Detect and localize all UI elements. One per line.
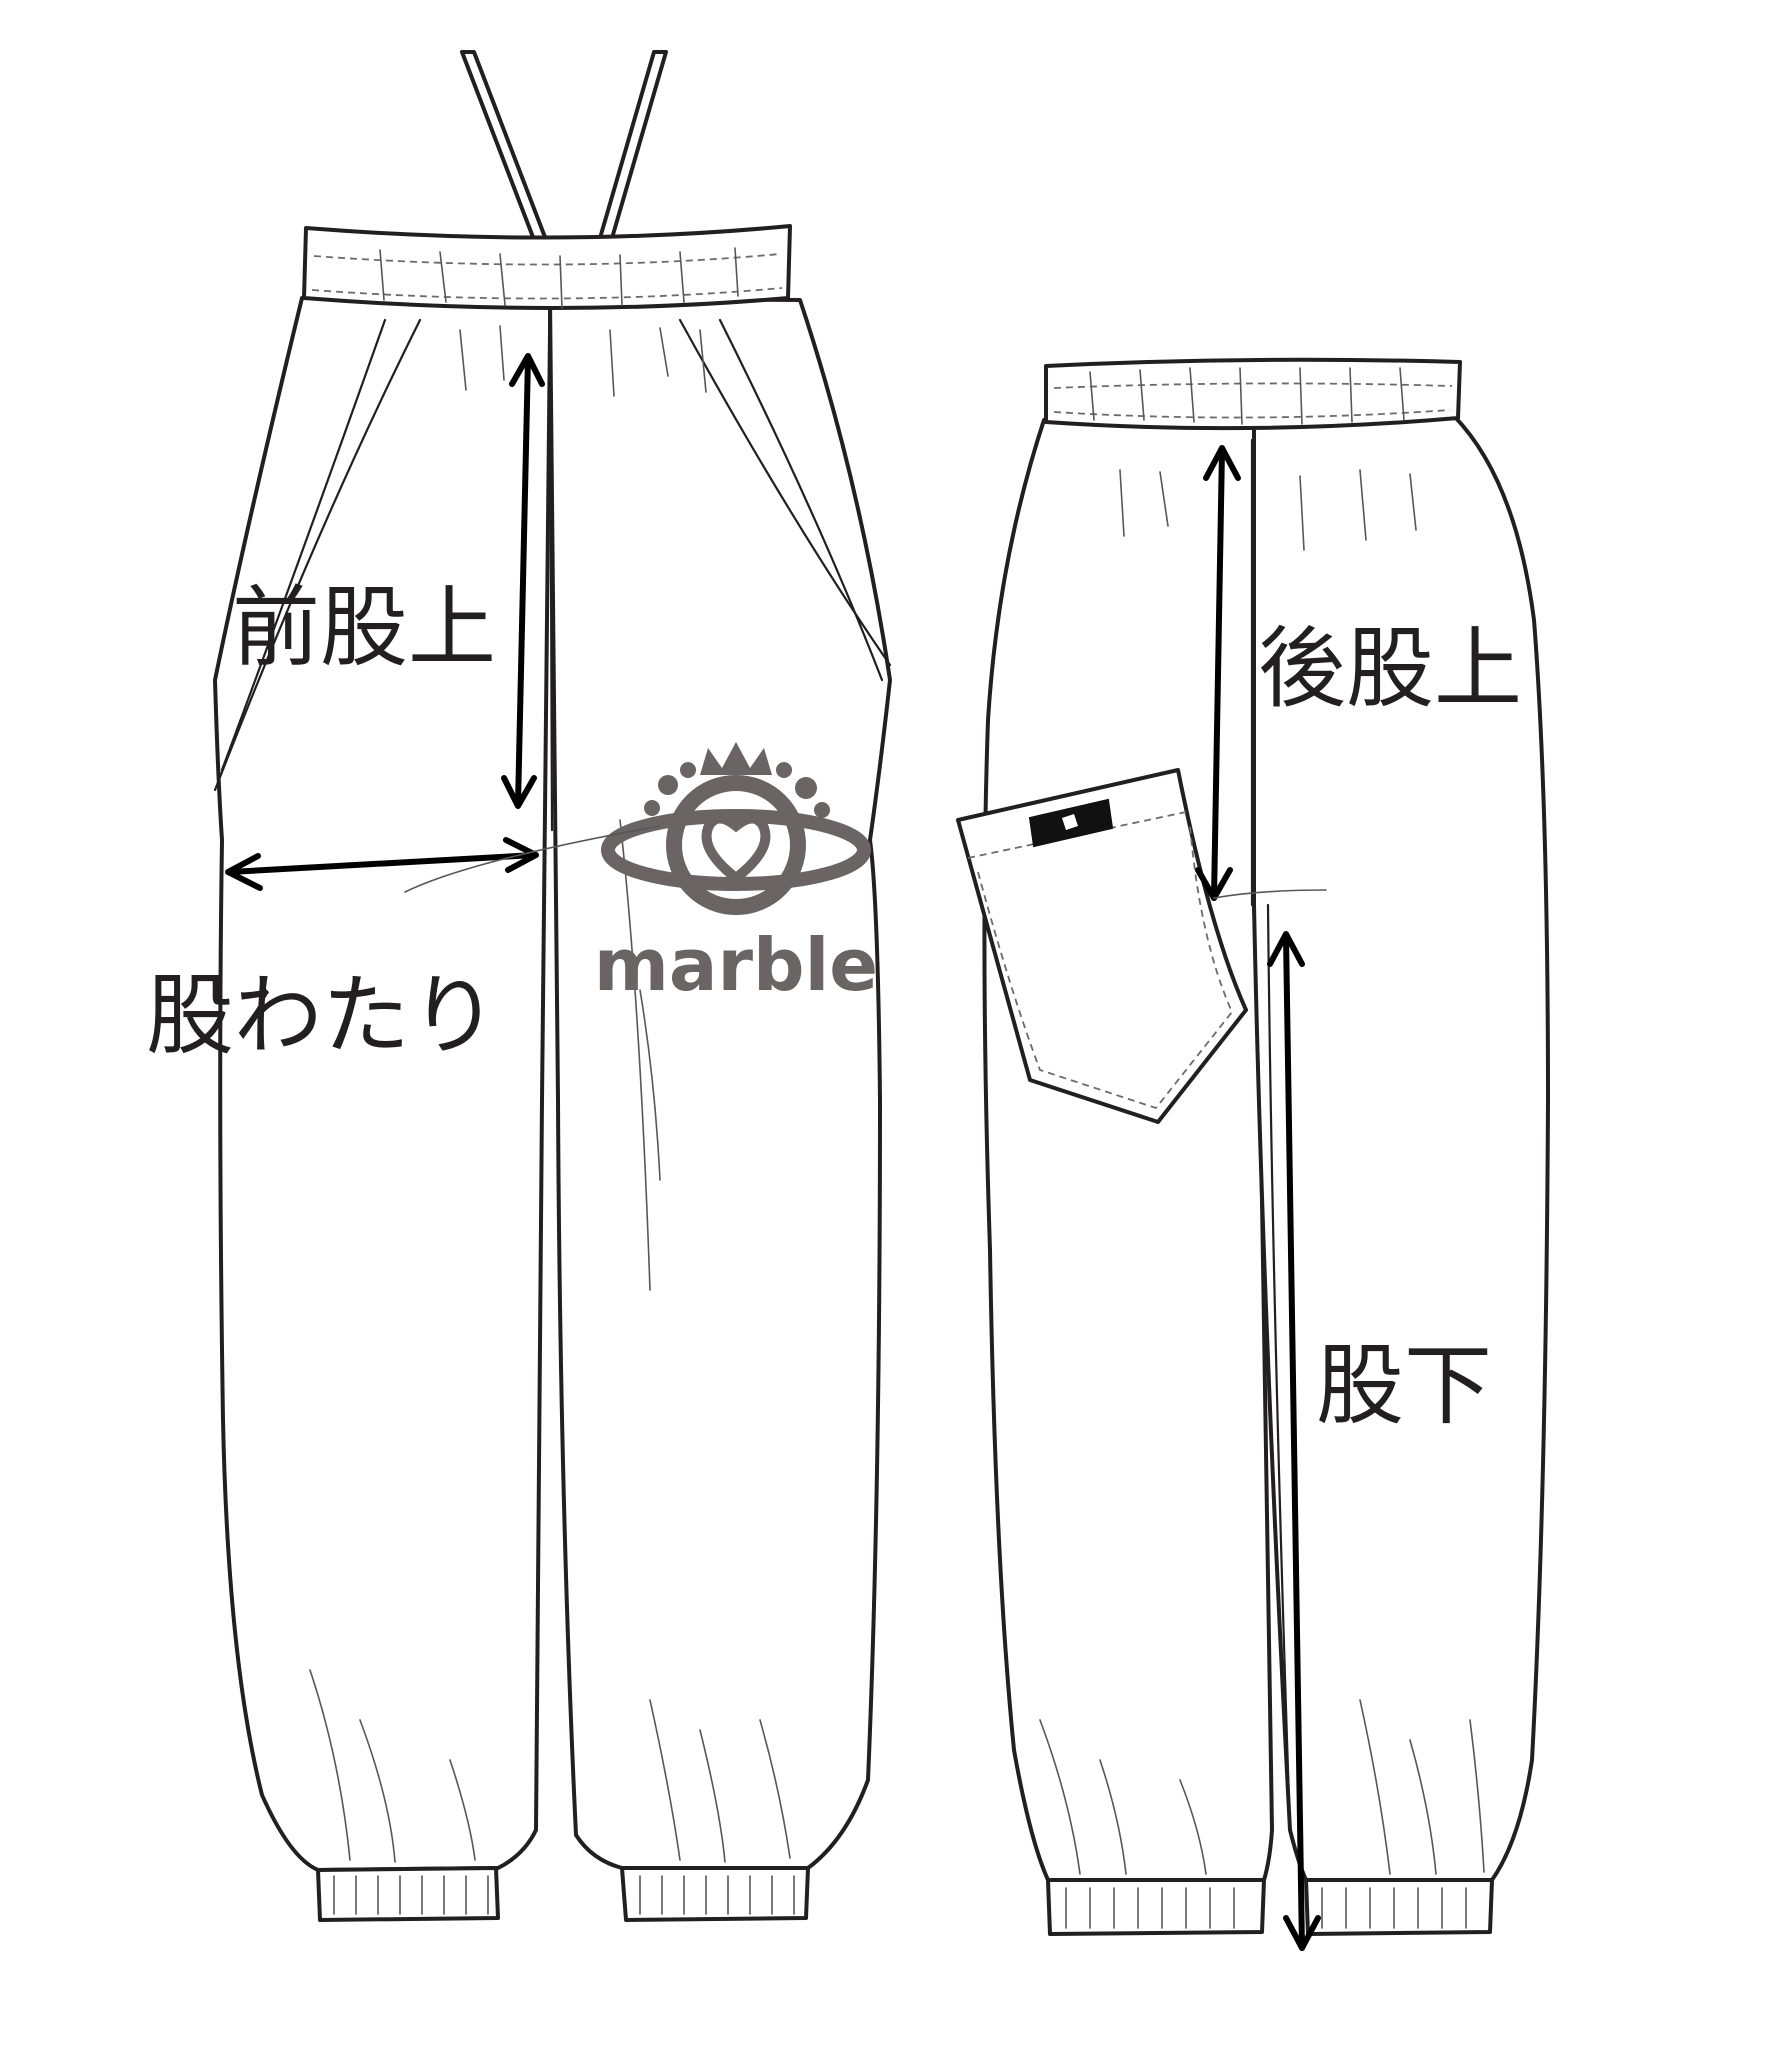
back-rise-label: 後股上 [1258, 617, 1523, 720]
front-strap [460, 50, 668, 247]
back-left-leg [982, 418, 1274, 1882]
back-right-cuff [1304, 1878, 1494, 1936]
front-right-leg [548, 296, 892, 1870]
back-left-cuff [1046, 1878, 1266, 1936]
back-pocket [956, 768, 1248, 1124]
inseam-label: 股下 [1316, 1334, 1493, 1437]
crotch-width-label: 股わたり [146, 964, 499, 1067]
marble-logo: marble [594, 742, 878, 1007]
inseam-arrow [1267, 931, 1321, 1951]
back-waistband [1044, 357, 1462, 431]
front-rise-label: 前股上 [232, 576, 497, 679]
crotch-width-arrow [225, 825, 661, 893]
crown-heart-planet-logo [601, 742, 871, 915]
back-pants-drawing [956, 357, 1550, 1936]
front-waistband [302, 224, 792, 310]
brand-tag-icon [1028, 798, 1114, 848]
front-right-cuff [620, 1866, 810, 1922]
front-rise-arrow [501, 353, 545, 809]
front-left-cuff [316, 1866, 500, 1922]
back-right-leg [1252, 414, 1550, 1882]
back-rise-arrow [1195, 445, 1327, 901]
front-left-leg [213, 296, 552, 1872]
logo-text: marble [594, 923, 878, 1007]
front-pants-drawing [213, 50, 892, 1922]
